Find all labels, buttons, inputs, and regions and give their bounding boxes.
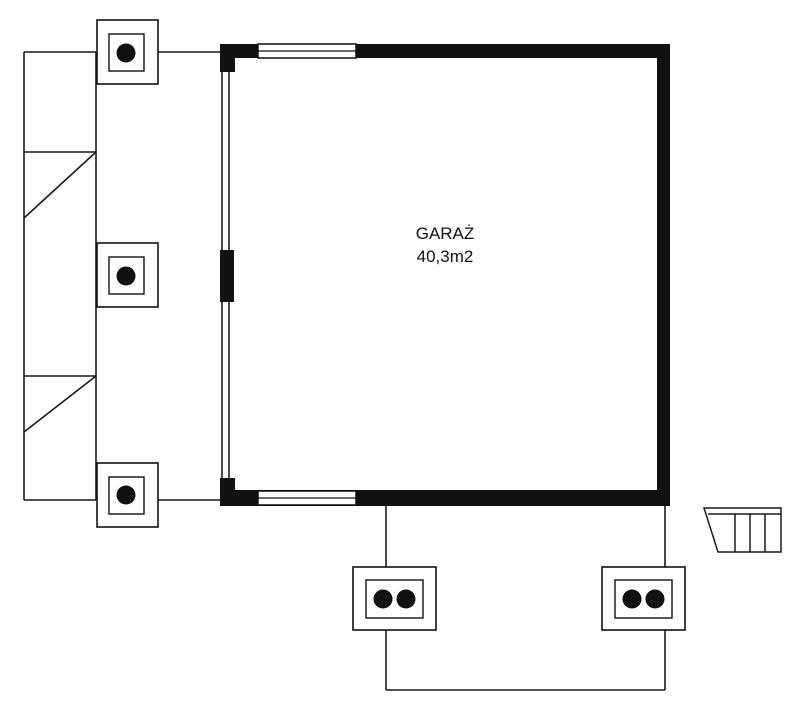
post-bottom-left [96, 462, 159, 528]
window-top [257, 43, 357, 59]
window-bottom [257, 490, 357, 506]
right-stairs [702, 507, 782, 553]
left-terrace [23, 51, 220, 501]
room-area: 40,3m2 [416, 247, 474, 266]
room-name: GARAŻ [415, 224, 475, 243]
double-post-right [601, 566, 686, 631]
double-post-left [352, 566, 437, 631]
garage-walls [220, 44, 670, 506]
post-middle-left [96, 242, 159, 308]
left-stairs [23, 151, 97, 433]
post-top-left [96, 19, 159, 85]
room-label: GARAŻ 40,3m2 [385, 222, 505, 268]
